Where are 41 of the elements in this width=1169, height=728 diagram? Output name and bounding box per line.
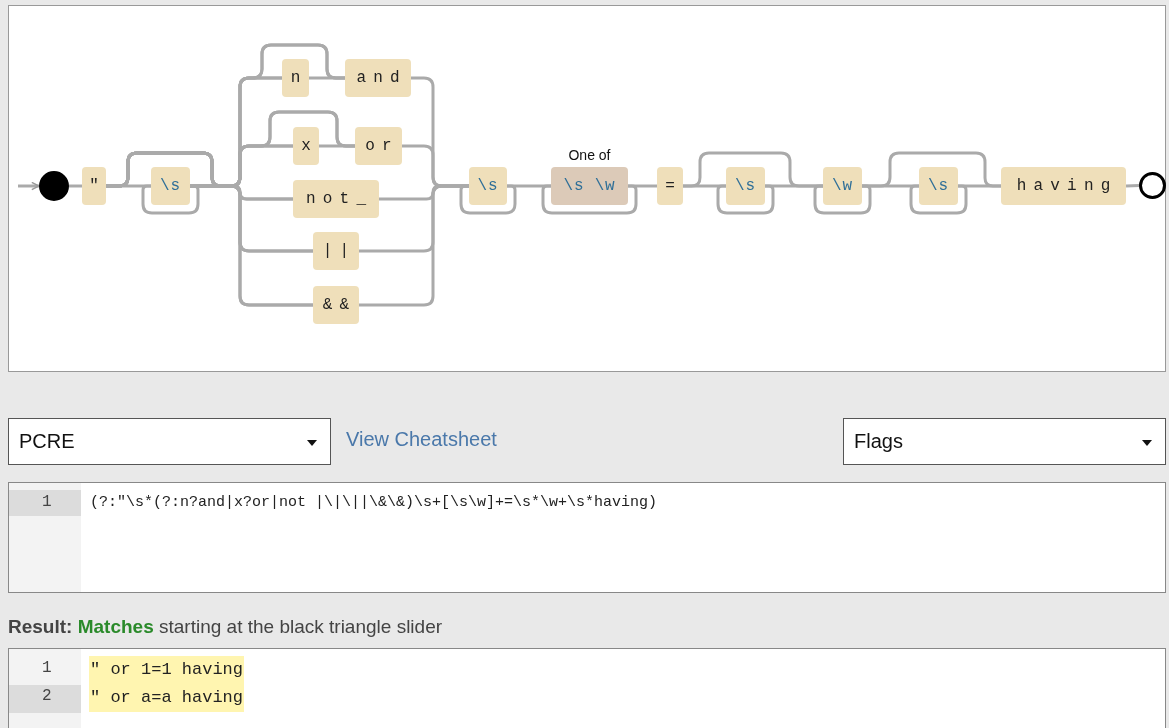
flags-select: Flags xyxy=(843,418,1166,465)
token-box: || xyxy=(313,232,359,270)
token-box: = xyxy=(657,167,683,205)
rail-line xyxy=(813,184,872,215)
token-box: \s \w xyxy=(551,167,628,205)
cheatsheet-link: View Cheatsheet xyxy=(346,428,497,451)
token-box: \s xyxy=(469,167,507,205)
line-number: 1 xyxy=(42,493,52,511)
token-box: \s xyxy=(919,167,958,205)
rail-line xyxy=(309,76,345,80)
rail-line xyxy=(909,184,968,215)
rail-line xyxy=(319,144,355,148)
token-box: not_ xyxy=(293,180,379,218)
node-caption: One of xyxy=(567,147,612,163)
token-box: \w xyxy=(823,167,862,205)
matched-text: " or a=a having xyxy=(89,684,245,712)
token-box: having xyxy=(1001,167,1126,205)
token-box: x xyxy=(293,127,319,165)
token-box: \s xyxy=(726,167,765,205)
regex-code: (?:"\s*(?:n?and|x?or|not |\|\||\&\&)\s+[\s\w]+=\s*\w+\s*having) xyxy=(90,494,658,511)
token-box: or xyxy=(355,127,402,165)
token-box: \s xyxy=(151,167,190,205)
arrow xyxy=(18,181,40,191)
rail-line xyxy=(141,184,200,215)
rail-line xyxy=(958,184,1001,188)
line-number: 1 xyxy=(42,659,52,677)
rail-line xyxy=(69,184,82,188)
token-box: " xyxy=(82,167,106,205)
rail-line xyxy=(716,184,775,215)
rail-line xyxy=(190,184,313,307)
flavor-select: PCRE xyxy=(8,418,331,465)
matched-text: " or 1=1 having xyxy=(89,656,245,684)
rail-line xyxy=(459,184,517,215)
rail-line xyxy=(541,184,638,215)
token-box: n xyxy=(282,59,309,97)
line-number: 2 xyxy=(42,687,52,705)
rail-line xyxy=(1125,184,1140,188)
rail-line xyxy=(628,184,657,188)
result-message: Result: Matches starting at the black triangle slider xyxy=(8,616,443,638)
token-box: && xyxy=(313,286,359,324)
token-box: and xyxy=(345,59,411,97)
